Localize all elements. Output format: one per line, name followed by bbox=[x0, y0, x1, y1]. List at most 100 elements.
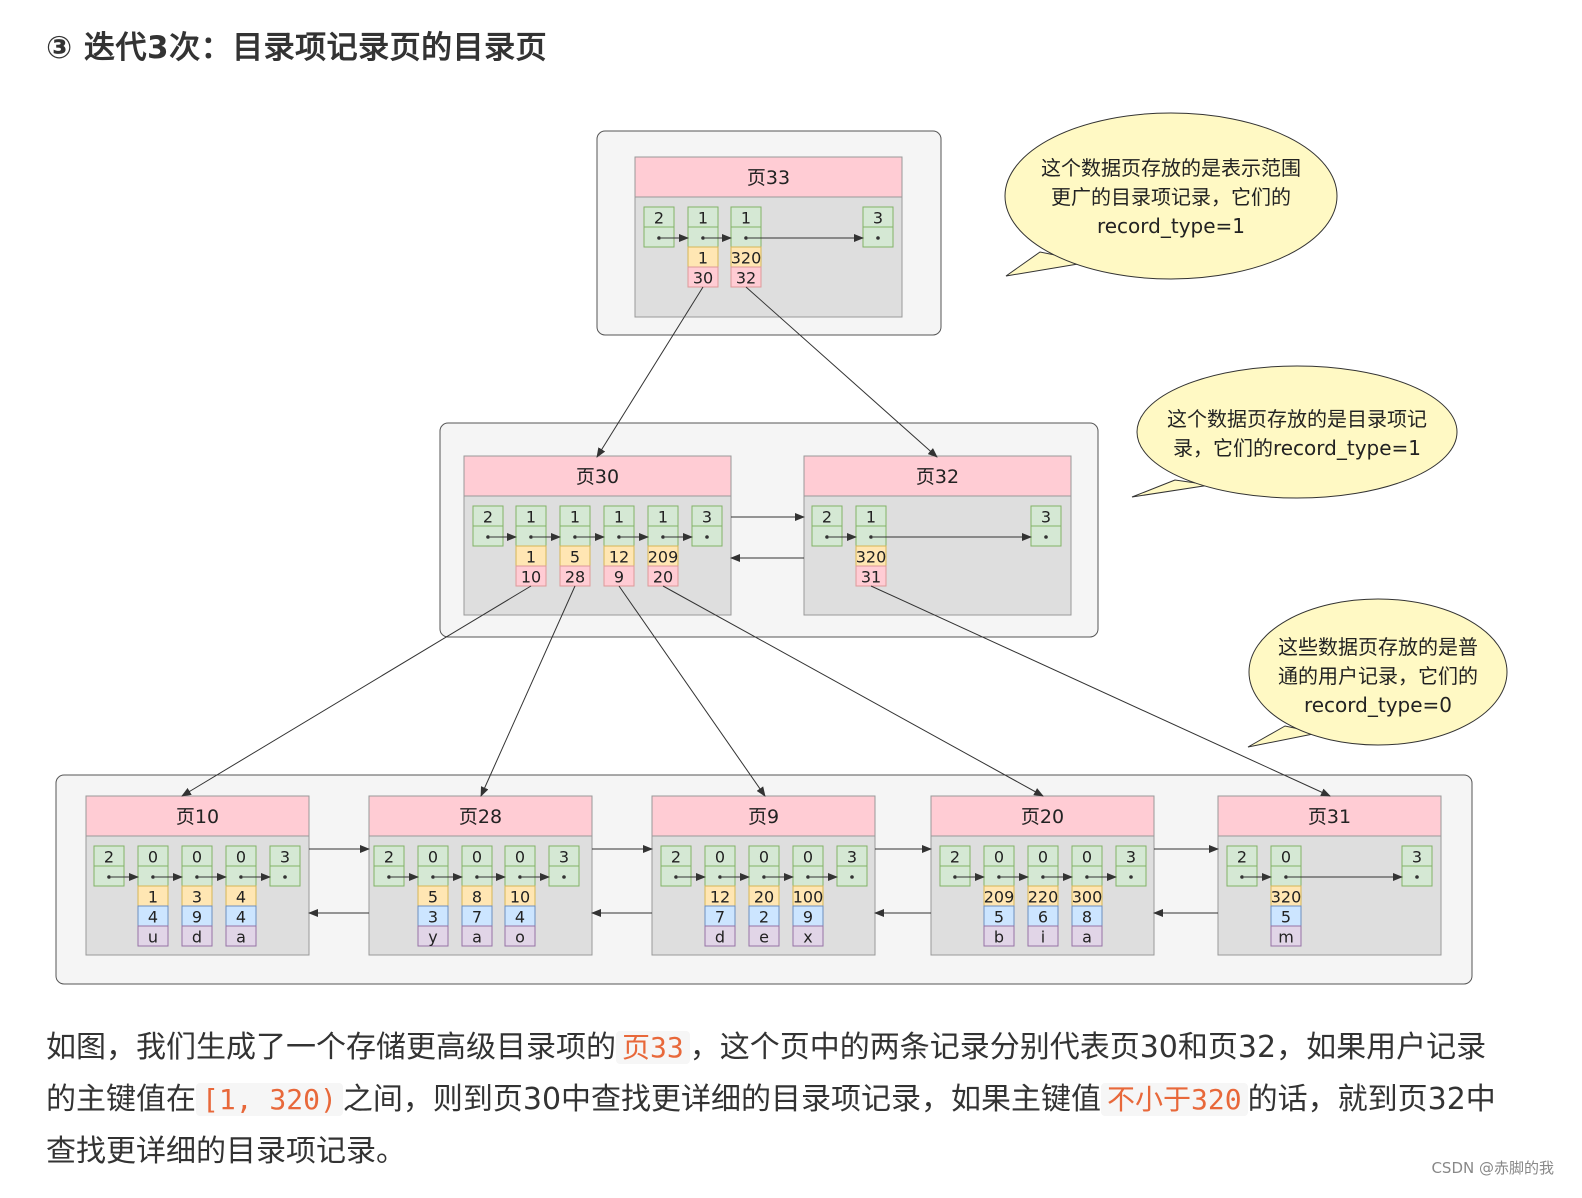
column-cell bbox=[704, 925, 736, 947]
para-text-4: 的话，就到页32中查找更详细的目录项记录。 bbox=[46, 1082, 1496, 1169]
page-header bbox=[85, 795, 310, 837]
column-value: 2 bbox=[759, 908, 769, 927]
record-type-value: 1 bbox=[526, 508, 536, 527]
page-header bbox=[368, 795, 593, 837]
pointer-dot bbox=[617, 535, 621, 539]
column-value: a bbox=[1082, 928, 1092, 947]
pointer-dot bbox=[107, 875, 111, 879]
key-value: 300 bbox=[1072, 888, 1103, 907]
column-cell bbox=[1270, 925, 1302, 947]
key-value: 20 bbox=[754, 888, 774, 907]
record-sup: 3 bbox=[691, 505, 723, 547]
column-value: i bbox=[1041, 928, 1045, 947]
pointer-dot bbox=[825, 535, 829, 539]
record-type-value: 1 bbox=[658, 508, 668, 527]
record-type-value: 0 bbox=[803, 848, 813, 867]
pointer-dot bbox=[387, 875, 391, 879]
column-value: y bbox=[428, 928, 437, 947]
record-type-value: 2 bbox=[104, 848, 114, 867]
page-title: 页30 bbox=[576, 466, 619, 488]
pointer-dot bbox=[283, 875, 287, 879]
pointer-dot bbox=[674, 875, 678, 879]
column-value: b bbox=[994, 928, 1004, 947]
record-inf: 2 bbox=[1226, 845, 1258, 887]
pointer-dot bbox=[953, 875, 957, 879]
pointer-dot bbox=[518, 875, 522, 879]
page-number-value: 28 bbox=[565, 568, 585, 587]
page-number-value: 32 bbox=[736, 269, 756, 288]
pointer-dot bbox=[1041, 875, 1045, 879]
record-type-value: 2 bbox=[384, 848, 394, 867]
column-cell bbox=[792, 925, 824, 947]
column-cell bbox=[748, 925, 780, 947]
record-type-value: 0 bbox=[515, 848, 525, 867]
record-type-value: 0 bbox=[759, 848, 769, 867]
column-value: u bbox=[148, 928, 158, 947]
record-type-value: 2 bbox=[654, 209, 664, 228]
key-value: 320 bbox=[731, 249, 762, 268]
explanation-paragraph: 如图，我们生成了一个存储更高级目录项的页33，这个页中的两条记录分别代表页30和… bbox=[46, 1022, 1506, 1178]
child-page-pointer bbox=[662, 585, 1044, 797]
column-cell bbox=[983, 925, 1015, 947]
record-type-value: 1 bbox=[698, 209, 708, 228]
column-value: 8 bbox=[1082, 908, 1092, 927]
callout-body bbox=[1004, 112, 1338, 280]
pointer-dot bbox=[701, 236, 705, 240]
pointer-dot bbox=[1415, 875, 1419, 879]
section-heading: ③ 迭代3次：目录项记录页的目录页 bbox=[46, 30, 548, 66]
child-page-pointer bbox=[870, 585, 1331, 797]
watermark: CSDN @赤脚的我 bbox=[1431, 1159, 1554, 1177]
column-value: 5 bbox=[994, 908, 1004, 927]
record-type-value: 3 bbox=[559, 848, 569, 867]
key-value: 1 bbox=[148, 888, 158, 907]
pointer-dot bbox=[705, 535, 709, 539]
page-header bbox=[463, 455, 732, 497]
column-value: a bbox=[236, 928, 246, 947]
record-inf: 2 bbox=[811, 505, 843, 547]
record-type-value: 0 bbox=[148, 848, 158, 867]
key-value: 12 bbox=[710, 888, 730, 907]
column-value: 9 bbox=[803, 908, 813, 927]
column-value: d bbox=[192, 928, 202, 947]
record-type-value: 3 bbox=[873, 209, 883, 228]
para-code-page33: 页33 bbox=[616, 1031, 690, 1064]
record-type-value: 3 bbox=[1412, 848, 1422, 867]
record-sup: 3 bbox=[862, 206, 894, 248]
para-text-2: ，这个页中的两条记录分别代表页30和页32，如果用户记录的主键值在 bbox=[46, 1030, 1487, 1117]
record-type-value: 2 bbox=[822, 508, 832, 527]
key-value: 209 bbox=[648, 548, 679, 567]
column-value: d bbox=[715, 928, 725, 947]
page-title: 页33 bbox=[747, 167, 790, 189]
para-text-3: 之间，则到页30中查找更详细的目录项记录，如果主键值 bbox=[342, 1082, 1102, 1117]
callout-text: 更广的目录项记录，它们的 bbox=[1051, 185, 1291, 209]
record-type-value: 0 bbox=[1082, 848, 1092, 867]
pointer-dot bbox=[1085, 875, 1089, 879]
column-value: 4 bbox=[515, 908, 525, 927]
column-value: 9 bbox=[192, 908, 202, 927]
pointer-dot bbox=[239, 875, 243, 879]
column-cell bbox=[225, 925, 257, 947]
pointer-dot bbox=[869, 535, 873, 539]
record-type-value: 3 bbox=[280, 848, 290, 867]
pointer-dot bbox=[1240, 875, 1244, 879]
column-value: 5 bbox=[1281, 908, 1291, 927]
callout-text: 录，它们的record_type=1 bbox=[1173, 436, 1421, 460]
record-type-value: 0 bbox=[1038, 848, 1048, 867]
record-type-value: 1 bbox=[741, 209, 751, 228]
record-type-value: 1 bbox=[614, 508, 624, 527]
page-title: 页32 bbox=[916, 466, 959, 488]
